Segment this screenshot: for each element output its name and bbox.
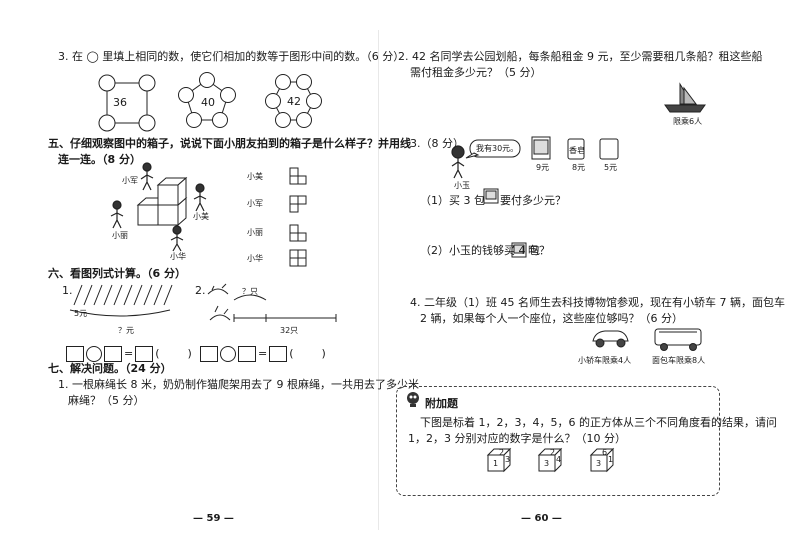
view-2 bbox=[289, 195, 307, 213]
bonus-section bbox=[396, 386, 720, 496]
q5-heading-line2: 连一连。（8 分） bbox=[58, 153, 141, 166]
cube1-side: 3 bbox=[505, 455, 511, 464]
pencil-price: 5元 bbox=[74, 309, 88, 318]
small-package-icon-2 bbox=[511, 242, 527, 258]
boat-capacity-label: 限乘6人 bbox=[673, 117, 703, 126]
figure-value-3: 42 bbox=[287, 95, 301, 108]
view-3 bbox=[289, 224, 307, 242]
p4-line1: 4. 二年级（1）班 45 名师生去科技博物馆参观，现在有小轿车 7 辆，面包车 bbox=[410, 296, 785, 309]
person-label-xiaohua: 小华 bbox=[170, 252, 186, 261]
p4-line2: 2 辆，如果每个人一个座位，这些座位够吗？（6 分） bbox=[420, 312, 683, 325]
p3-label: 3.（8 分） bbox=[410, 137, 464, 150]
view-1 bbox=[289, 167, 307, 185]
price-3: 5元 bbox=[604, 163, 618, 172]
bird-question: ？只 bbox=[242, 287, 258, 296]
q7-problem1-line1: 1. 一根麻绳长 8 米，奶奶制作猫爬架用去了 9 根麻绳，一共用去了多少米 bbox=[58, 378, 419, 391]
view-name-4: 小华 bbox=[247, 254, 263, 263]
page-number-right: — 60 — bbox=[521, 513, 562, 524]
cube3-side: 1 bbox=[608, 455, 614, 464]
p2-line2: 需付租金多少元？（5 分） bbox=[410, 66, 542, 79]
q5-heading-line1: 五、仔细观察图中的箱子，说说下面小朋友拍到的箱子是什么样子？并用线 bbox=[48, 137, 411, 150]
cube2-top: 2 bbox=[550, 448, 556, 457]
view-name-1: 小美 bbox=[247, 172, 263, 181]
q6-item1-number: 1. bbox=[62, 284, 73, 297]
figure-value-1: 36 bbox=[113, 96, 127, 109]
small-package-icon-1 bbox=[483, 188, 499, 204]
p3-sub1-tail: 要付多少元？ bbox=[500, 194, 566, 207]
girl-name: 小玉 bbox=[454, 181, 470, 190]
cube-2 bbox=[537, 447, 563, 473]
q7-problem1-line2: 麻绳？（5 分） bbox=[68, 394, 145, 407]
price-1: 9元 bbox=[536, 163, 550, 172]
view-name-2: 小军 bbox=[247, 199, 263, 208]
bonus-line2: 1，2，3 分别对应的数字是什么？（10 分） bbox=[408, 432, 626, 445]
speech-bubble bbox=[465, 139, 521, 159]
cube3-top: 6 bbox=[602, 448, 608, 457]
person-label-xiaoli: 小丽 bbox=[112, 231, 128, 240]
q6-item2-number: 2. bbox=[195, 284, 206, 297]
girl-icon bbox=[451, 145, 465, 179]
product-label: 香皂 bbox=[569, 146, 585, 155]
box-stack bbox=[136, 176, 188, 227]
cube-3 bbox=[589, 447, 615, 473]
equation-blanks-1[interactable]: =( ) bbox=[66, 343, 192, 362]
price-2: 8元 bbox=[572, 163, 586, 172]
cube1-top: 2 bbox=[499, 448, 505, 457]
person-xiaojun bbox=[140, 162, 154, 191]
p3-sub1: （1）买 3 包 bbox=[420, 194, 485, 207]
products bbox=[531, 136, 619, 160]
van-icon bbox=[654, 328, 702, 351]
bonus-line1: 下图是标着 1，2，3，4，5，6 的正方体从三个不同角度看的结果，请问 bbox=[420, 416, 777, 429]
pencil-question: ？元 bbox=[118, 326, 134, 335]
person-xiaomei bbox=[193, 183, 207, 212]
person-label-xiaomei: 小美 bbox=[193, 212, 209, 221]
p3-sub2: （2）小玉的钱够买 4 包 bbox=[420, 244, 540, 257]
page-number-left: — 59 — bbox=[193, 513, 234, 524]
page-divider bbox=[378, 30, 379, 530]
cube-1 bbox=[486, 447, 512, 473]
p3-sub2-tail: 吗？ bbox=[528, 244, 550, 257]
pencils bbox=[69, 284, 173, 317]
view-4 bbox=[289, 249, 307, 267]
q7-heading: 七、解决问题。（24 分） bbox=[48, 362, 172, 375]
hexagon-figure bbox=[265, 74, 322, 128]
cube3-front: 3 bbox=[596, 459, 602, 468]
q3-text: 3. 在 ◯ 里填上相同的数，使它们相加的数等于图形中间的数。（6 分） bbox=[58, 50, 405, 63]
q6-heading: 六、看图列式计算。（6 分） bbox=[48, 267, 186, 280]
square-figure bbox=[98, 74, 156, 132]
cube2-front: 3 bbox=[544, 459, 550, 468]
person-xiaohua bbox=[170, 225, 184, 252]
van-capacity-label: 面包车限乘8人 bbox=[652, 356, 706, 365]
car-capacity-label: 小轿车限乘4人 bbox=[578, 356, 632, 365]
car-icon bbox=[592, 330, 629, 348]
bird-total: 32只 bbox=[280, 326, 299, 335]
bonus-title: 附加题 bbox=[425, 397, 458, 410]
equation-blanks-2[interactable]: =( ) bbox=[200, 343, 326, 362]
cube1-front: 1 bbox=[493, 459, 499, 468]
boat-icon bbox=[664, 82, 706, 113]
bird-figure bbox=[207, 283, 337, 322]
robot-icon bbox=[407, 392, 419, 407]
speech-text: 我有30元。 bbox=[476, 144, 519, 153]
figure-value-2: 40 bbox=[201, 96, 215, 109]
person-label-xiaojun: 小军 bbox=[122, 176, 138, 185]
view-name-3: 小丽 bbox=[247, 228, 263, 237]
person-xiaoli bbox=[110, 200, 124, 229]
p2-line1: 2. 42 名同学去公园划船，每条船租金 9 元，至少需要租几条船？租这些船 bbox=[398, 50, 763, 63]
pentagon-figure bbox=[178, 72, 236, 128]
cube2-side: 4 bbox=[556, 455, 562, 464]
